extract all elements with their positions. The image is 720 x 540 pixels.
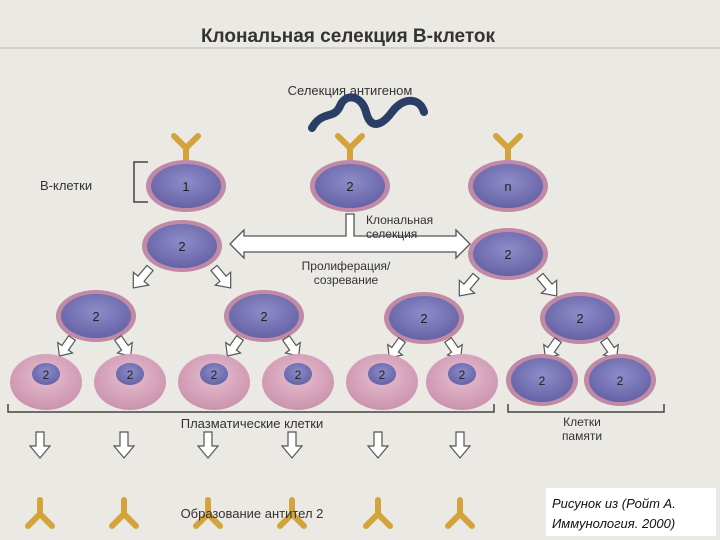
- plasma-cells-label: Плазматические клетки: [181, 416, 324, 431]
- clone-cell-l3-2: 2: [224, 290, 304, 342]
- clone-cell-l3-1: 2: [56, 290, 136, 342]
- plasma-cell-4: 2: [262, 354, 334, 410]
- diagram-title: Клональная селекция В-клеток: [201, 26, 496, 47]
- antigen-selection-label: Селекция антигеном: [288, 83, 413, 98]
- svg-text:2: 2: [539, 374, 546, 388]
- svg-text:2: 2: [295, 368, 302, 382]
- svg-text:2: 2: [459, 368, 466, 382]
- plasma-cell-1: 2: [10, 354, 82, 410]
- proliferation-label-1: Пролиферация/: [302, 259, 391, 273]
- clonal-selection-label-1: Клональная: [366, 213, 433, 227]
- b-cell-1-number: 1: [182, 179, 189, 194]
- caption-box: [546, 488, 716, 536]
- memory-cell-2: 2: [584, 354, 656, 406]
- plasma-cell-2: 2: [94, 354, 166, 410]
- memory-cell-1: 2: [506, 354, 578, 406]
- b-cells-bracket: [133, 161, 148, 203]
- caption-line-1: Рисунок из (Ройт А.: [552, 496, 676, 511]
- b-cells-label: В-клетки: [40, 178, 92, 193]
- svg-text:2: 2: [576, 311, 583, 326]
- memory-cells-bracket: [507, 404, 665, 413]
- plasma-cells: 2 2 2 2 2 2: [10, 354, 498, 410]
- memory-cells-label-1: Клетки: [563, 415, 601, 429]
- plasma-cells-bracket: [7, 404, 495, 413]
- diagonal-arrows-level-3: [56, 334, 620, 359]
- b-cell-1: 1: [146, 136, 226, 212]
- diagonal-arrows-level-2: [132, 264, 558, 297]
- caption-line-2: Иммунология. 2000): [552, 516, 675, 531]
- b-cell-2-number: 2: [346, 179, 353, 194]
- proliferation-label-2: созревание: [314, 273, 379, 287]
- b-cell-n-number: n: [504, 179, 511, 194]
- svg-text:2: 2: [260, 309, 267, 324]
- clonal-selection-label-2: селекция: [366, 227, 417, 241]
- svg-text:2: 2: [43, 368, 50, 382]
- clonal-selection-arrow: [229, 213, 471, 260]
- svg-text:2: 2: [617, 374, 624, 388]
- clone-cell-left: 2: [142, 220, 222, 272]
- b-cell-n: n: [468, 136, 548, 212]
- memory-cells-label-2: памяти: [562, 429, 602, 443]
- svg-text:2: 2: [92, 309, 99, 324]
- memory-cells: 2 2: [506, 354, 656, 406]
- b-cell-2: 2: [310, 136, 390, 212]
- svg-text:2: 2: [504, 247, 511, 262]
- plasma-cell-5: 2: [346, 354, 418, 410]
- clone-cell-l3-3: 2: [384, 292, 464, 344]
- antibody-formation-label: Образование антител 2: [181, 506, 324, 521]
- clone-cell-right: 2: [468, 228, 548, 280]
- svg-text:2: 2: [178, 239, 185, 254]
- svg-text:2: 2: [211, 368, 218, 382]
- svg-text:2: 2: [379, 368, 386, 382]
- svg-text:2: 2: [127, 368, 134, 382]
- antigen-shape: [308, 93, 428, 132]
- plasma-cell-6: 2: [426, 354, 498, 410]
- plasma-cell-3: 2: [178, 354, 250, 410]
- clone-cell-l3-4: 2: [540, 292, 620, 344]
- svg-text:2: 2: [420, 311, 427, 326]
